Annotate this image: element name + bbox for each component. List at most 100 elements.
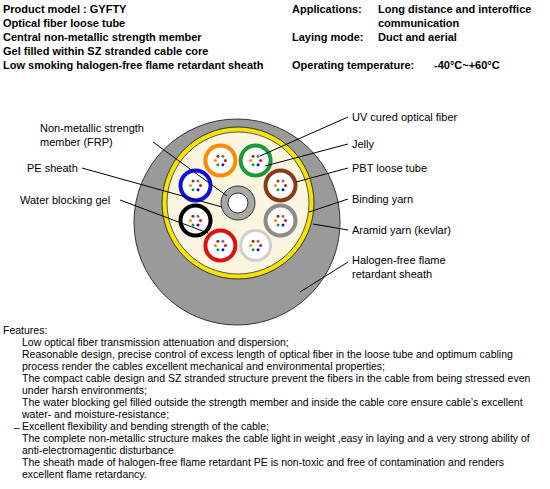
outer-sheath bbox=[134, 119, 340, 325]
callout-label: PE sheath bbox=[27, 161, 127, 175]
fiber-dot bbox=[221, 163, 224, 166]
optical-fibers bbox=[189, 155, 287, 252]
fiber-dot bbox=[197, 180, 200, 183]
fiber-dot bbox=[252, 240, 255, 243]
fiber-dot bbox=[197, 223, 200, 226]
loose-tube bbox=[181, 170, 211, 200]
loose-tube bbox=[205, 231, 235, 261]
fiber-dot bbox=[249, 159, 252, 162]
feature-text: Low optical fiber transmission attenuati… bbox=[22, 336, 538, 348]
frp-member bbox=[228, 193, 248, 213]
fiber-dot bbox=[257, 163, 260, 166]
fiber-dot bbox=[257, 240, 260, 243]
spec-text: Optical fiber loose tube bbox=[3, 16, 283, 30]
callout-label: Non-metallic strength member (FRP) bbox=[40, 121, 170, 149]
spec-key: Applications: bbox=[292, 2, 377, 16]
feature-text: The sheath made of halogen-free flame re… bbox=[22, 456, 538, 480]
fiber-dot bbox=[192, 215, 195, 218]
features-block: Features:Low optical fiber transmission … bbox=[0, 324, 548, 480]
fiber-dot bbox=[214, 159, 217, 162]
fiber-dot bbox=[216, 248, 219, 251]
fiber-dot bbox=[199, 219, 202, 222]
fiber-dot bbox=[192, 188, 195, 191]
fiber-dot bbox=[252, 155, 255, 158]
fiber-dot bbox=[221, 240, 224, 243]
fiber-dot bbox=[257, 248, 260, 251]
fiber-dot bbox=[277, 223, 280, 226]
fiber-dot bbox=[252, 248, 255, 251]
fiber-dot bbox=[274, 219, 277, 222]
feature-text: The complete non-metallic structure make… bbox=[22, 432, 538, 456]
fiber-dot bbox=[282, 215, 285, 218]
feature-text: Excellent flexibility and bending streng… bbox=[22, 420, 538, 432]
callout-label: Jelly bbox=[352, 137, 542, 151]
fiber-dot bbox=[284, 219, 287, 222]
fiber-dot bbox=[224, 244, 227, 247]
product-model: Product model : GYFTY bbox=[3, 2, 283, 16]
fiber-dot bbox=[192, 180, 195, 183]
fiber-dot bbox=[249, 244, 252, 247]
fiber-dot bbox=[216, 240, 219, 243]
callout-label: Halogen-free flame retardant sheath bbox=[352, 253, 472, 281]
pe-sheath bbox=[221, 186, 255, 220]
feature-text: Reasonable design, precise control of ex… bbox=[22, 348, 538, 372]
leader-lines bbox=[82, 117, 348, 292]
callout-label: UV cured optical fiber bbox=[352, 110, 542, 124]
loose-tube bbox=[205, 146, 235, 176]
fiber-dot bbox=[221, 155, 224, 158]
leader-line bbox=[153, 142, 227, 196]
features-heading: Features: bbox=[3, 324, 548, 336]
fiber-dot bbox=[259, 159, 262, 162]
leader-line bbox=[309, 199, 348, 212]
fiber-dot bbox=[259, 244, 262, 247]
spec-value: -40°C~+60°C bbox=[434, 58, 544, 72]
fiber-dot bbox=[189, 184, 192, 187]
cable-core bbox=[167, 132, 309, 274]
spec-key: Operating temperature: bbox=[292, 58, 432, 72]
spec-text: Central non-metallic strength member bbox=[3, 30, 283, 44]
leader-line bbox=[120, 200, 208, 233]
leader-line bbox=[296, 168, 348, 182]
spec-value: Long distance and interoffice communicat… bbox=[378, 2, 543, 30]
callout-label: PBT loose tube bbox=[352, 161, 542, 175]
aramid-ring bbox=[162, 127, 314, 279]
fiber-dot bbox=[277, 215, 280, 218]
callout-label: Water blocking gel bbox=[20, 193, 130, 207]
feature-text: The compact cable design and SZ stranded… bbox=[22, 372, 538, 396]
fiber-dot bbox=[252, 163, 255, 166]
spec-value: Duct and aerial bbox=[378, 30, 538, 44]
fiber-dot bbox=[192, 223, 195, 226]
leader-line bbox=[265, 144, 348, 166]
fiber-dot bbox=[221, 248, 224, 251]
leader-line bbox=[300, 262, 348, 292]
fiber-dot bbox=[189, 219, 192, 222]
fiber-dot bbox=[214, 244, 217, 247]
fiber-dot bbox=[199, 184, 202, 187]
fiber-dot bbox=[197, 215, 200, 218]
fiber-dot bbox=[224, 159, 227, 162]
spec-text: Low smoking halogen-free flame retardant… bbox=[3, 58, 288, 72]
loose-tube bbox=[266, 206, 296, 236]
fiber-dot bbox=[216, 155, 219, 158]
loose-tube bbox=[241, 231, 271, 261]
leader-line bbox=[260, 117, 348, 156]
fiber-dot bbox=[216, 163, 219, 166]
fiber-dot bbox=[277, 188, 280, 191]
stray-mark: _ bbox=[14, 417, 20, 429]
fiber-dot bbox=[282, 223, 285, 226]
fiber-dot bbox=[257, 155, 260, 158]
fiber-dot bbox=[277, 180, 280, 183]
callout-label: Binding yarn bbox=[352, 192, 542, 206]
loose-tube bbox=[241, 146, 271, 176]
spec-text: Gel filled within SZ stranded cable core bbox=[3, 44, 283, 58]
fiber-dot bbox=[282, 180, 285, 183]
feature-text: The water blocking gel filled outside th… bbox=[22, 396, 538, 420]
fiber-dot bbox=[274, 184, 277, 187]
fiber-dot bbox=[197, 188, 200, 191]
leader-line bbox=[313, 224, 348, 230]
loose-tube bbox=[266, 170, 296, 200]
spec-key: Laying mode: bbox=[292, 30, 377, 44]
loose-tube bbox=[181, 206, 211, 236]
callout-label: Aramid yarn (kevlar) bbox=[352, 223, 542, 237]
